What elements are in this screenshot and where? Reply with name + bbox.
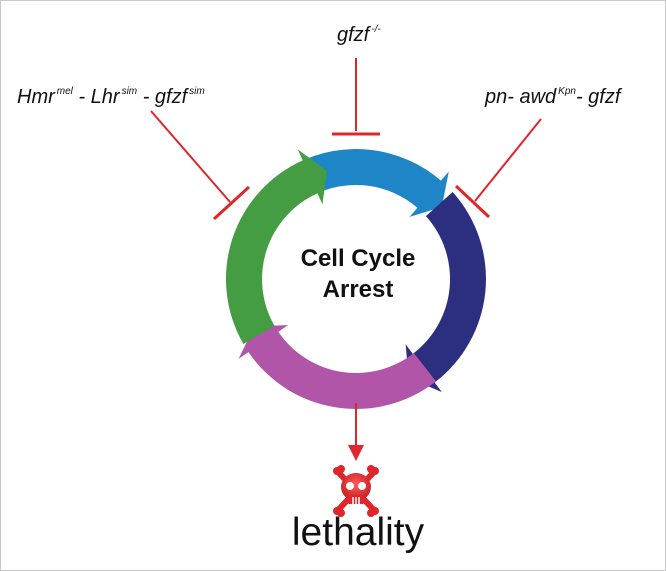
arrow-to-lethality (348, 403, 364, 461)
cycle-arrow-purple (238, 325, 436, 409)
cell-cycle-ring (225, 149, 486, 409)
cycle-arrow-blue (297, 149, 449, 217)
skull-head (341, 473, 371, 501)
label-pn-awd: pn- awd (485, 86, 557, 108)
inhibition-bar-left (212, 185, 251, 221)
label-gfzf-left: - gfzf (142, 86, 188, 108)
inhibition-line-right (474, 118, 542, 202)
skull-eye-right (358, 482, 366, 490)
label-hmr-sup: mel (56, 86, 73, 97)
label-lhr: - Lhr (78, 86, 120, 108)
label-lhr-sup: sim (121, 86, 138, 97)
lethality-label: lethality (291, 511, 425, 554)
center-title-line2: Arrest (322, 276, 394, 304)
inhibition-bar-right (454, 184, 491, 219)
label-gfzf-genotype: -/- (371, 24, 381, 35)
label-gfzf-mutant: gfzf-/- (337, 24, 381, 46)
center-title: Cell Cycle Arrest (265, 243, 451, 305)
label-gfzf-right: - gfzf (575, 86, 621, 108)
cycle-arrow-navy (405, 192, 486, 393)
skull-eye-left (346, 482, 354, 490)
skull-crossbones-icon (333, 465, 379, 517)
cycle-arrow-green (225, 149, 327, 344)
label-gfzf-name: gfzf (337, 24, 370, 46)
inhibition-line-left (150, 110, 231, 203)
inhibition-lines (150, 58, 542, 221)
label-awd-sup: Kpn (558, 86, 576, 97)
center-title-line1: Cell Cycle (300, 245, 416, 272)
arrow-to-lethality-head (348, 445, 364, 461)
label-hmr: Hmr (17, 86, 55, 108)
label-gfzf-left-sup: sim (189, 86, 205, 97)
